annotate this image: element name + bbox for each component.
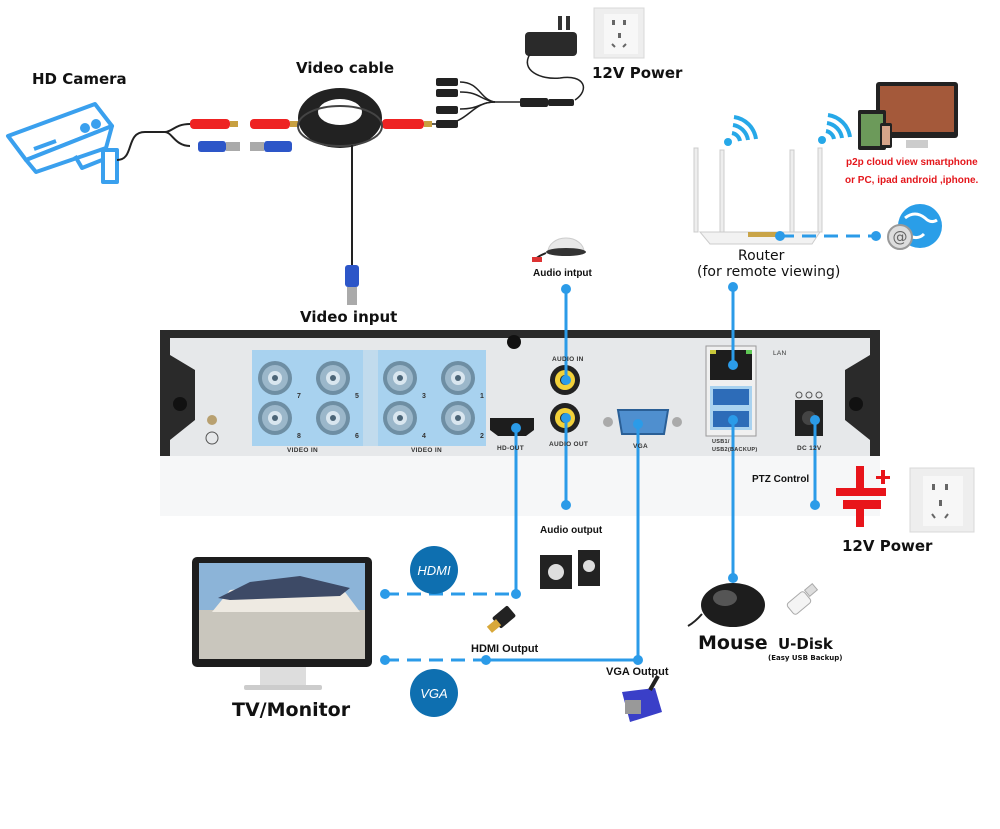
hdmi-output-label: HDMI Output xyxy=(471,643,539,655)
wall-socket-icon xyxy=(909,467,975,533)
hdmi-badge: HDMI xyxy=(410,546,458,594)
microphone-icon xyxy=(532,237,586,262)
svg-text:@: @ xyxy=(893,228,908,246)
usb1-label: USB1/ xyxy=(712,439,730,445)
connector-dots xyxy=(380,231,881,665)
channel-number: 8 xyxy=(297,433,301,440)
router-icon xyxy=(693,147,823,245)
wifi-icon xyxy=(818,113,852,144)
video-cable-label: Video cable xyxy=(296,59,394,77)
cctv-camera-icon xyxy=(6,102,119,184)
usb-drive-icon xyxy=(786,583,819,615)
channel-number: 5 xyxy=(355,393,359,400)
audio-input-label: Audio intput xyxy=(533,268,592,279)
wifi-icon xyxy=(724,115,758,146)
router-sub-label: (for remote viewing) xyxy=(697,264,841,280)
video-in-label-2: VIDEO IN xyxy=(411,447,442,454)
mouse-label: Mouse xyxy=(698,632,768,654)
bnc-socket: 5 xyxy=(316,361,359,400)
hdmi-plug-icon xyxy=(486,606,516,633)
bnc-socket: 6 xyxy=(316,401,359,440)
bnc-socket: 4 xyxy=(383,401,426,440)
hd-camera-label: HD Camera xyxy=(32,70,127,88)
vga-port-label: VGA xyxy=(633,443,648,450)
udisk-label: U-Disk xyxy=(778,635,833,653)
bnc-socket: 1 xyxy=(441,361,484,400)
channel-number: 4 xyxy=(422,433,426,440)
video-input-label: Video input xyxy=(300,308,398,326)
tv-monitor-label: TV/Monitor xyxy=(232,699,351,721)
channel-number: 2 xyxy=(480,433,484,440)
dc-label: DC 12V xyxy=(797,445,822,452)
udisk-sub-label: (Easy USB Backup) xyxy=(768,654,843,662)
bnc-socket: 8 xyxy=(258,401,301,440)
channel-number: 3 xyxy=(422,393,426,400)
monitor-icon xyxy=(192,557,372,690)
camera-cable xyxy=(116,131,165,161)
bnc-sockets: 7 5 8 6 3 1 4 2 xyxy=(258,361,484,440)
channel-number: 7 xyxy=(297,393,301,400)
vga-output-label: VGA Output xyxy=(606,666,669,678)
power-adapter-icon xyxy=(525,16,585,101)
audio-out-label: AUDIO OUT xyxy=(549,441,589,448)
p2p-text-line2: or PC, ipad android ,iphone. xyxy=(845,175,979,186)
ptz-control-label: PTZ Control xyxy=(752,474,810,485)
speakers-icon xyxy=(540,550,600,589)
devices-icon xyxy=(858,82,958,150)
connector-lines xyxy=(486,287,817,662)
mouse-icon xyxy=(687,583,765,627)
vga-plug-icon xyxy=(622,675,662,722)
bnc-socket: 7 xyxy=(258,361,301,400)
hd-out-label: HD-OUT xyxy=(497,445,525,452)
channel-number: 6 xyxy=(355,433,359,440)
audio-output-label: Audio output xyxy=(540,525,603,536)
dvr-reflection xyxy=(160,456,880,516)
globe-icon: @ xyxy=(887,204,942,250)
rca-connector-red xyxy=(190,119,432,129)
lan-label: LAN xyxy=(773,350,787,357)
bnc-connector-blue xyxy=(198,141,292,152)
bnc-socket: 3 xyxy=(383,361,426,400)
usb2-label: USB2(BACKUP) xyxy=(712,447,758,453)
bnc-socket: 2 xyxy=(441,401,484,440)
vga-badge: VGA xyxy=(410,669,458,717)
vga-port xyxy=(603,409,682,435)
power-bottom-label: 12V Power xyxy=(842,537,933,555)
power-top-label: 12V Power xyxy=(592,64,683,82)
cable-reel-icon xyxy=(297,88,383,148)
video-in-label-1: VIDEO IN xyxy=(287,447,318,454)
wall-socket-icon xyxy=(593,7,645,59)
dc-power-symbol-icon xyxy=(836,466,890,527)
p2p-text-line1: p2p cloud view smartphone xyxy=(846,157,978,168)
bnc-plug-icon xyxy=(345,265,359,305)
channel-number: 1 xyxy=(480,393,484,400)
router-label: Router xyxy=(738,248,785,264)
audio-in-label: AUDIO IN xyxy=(552,356,584,363)
